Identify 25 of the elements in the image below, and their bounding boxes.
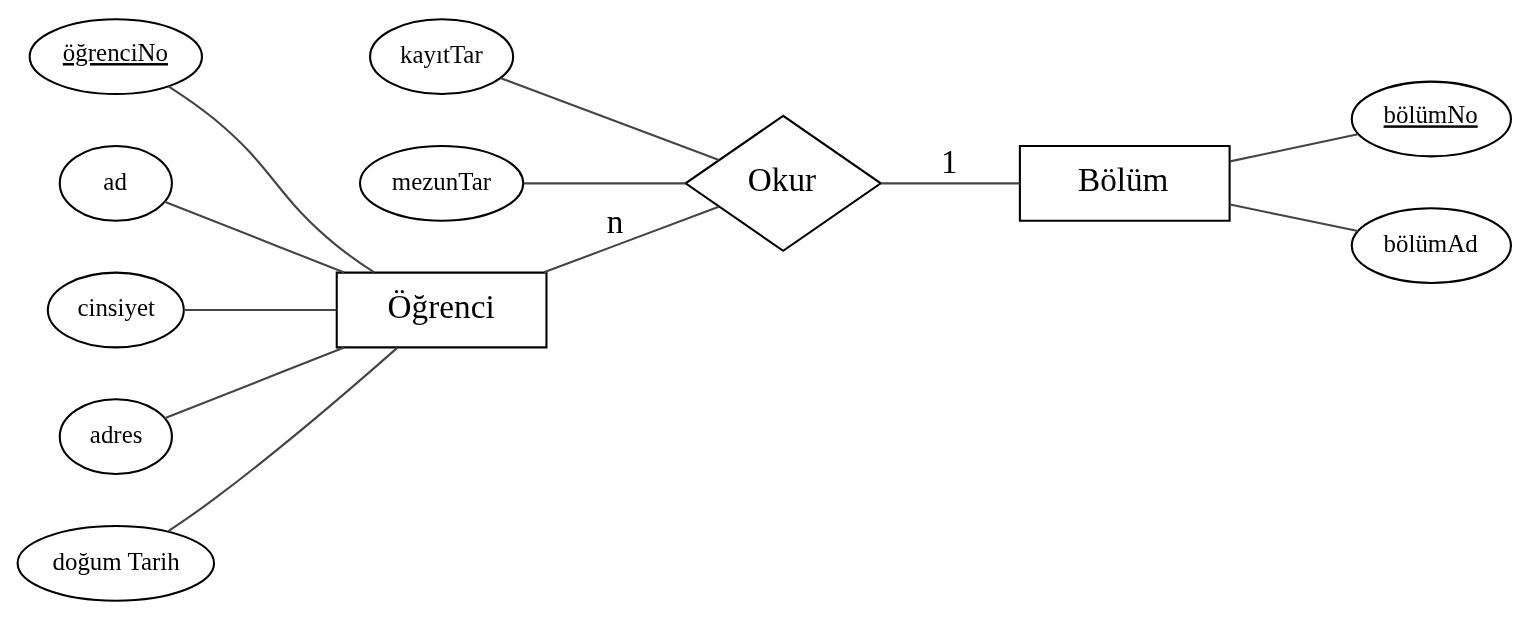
node-diamond: Okur bbox=[683, 114, 883, 252]
connector bbox=[523, 181, 686, 184]
connector bbox=[1229, 203, 1359, 232]
node-ellipse: adres bbox=[58, 397, 173, 475]
connector bbox=[164, 346, 345, 419]
node-box: Öğrenci bbox=[335, 271, 548, 348]
node-ellipse: bölümNo bbox=[1350, 80, 1512, 157]
node-ellipse: kayıtTar bbox=[369, 17, 515, 95]
connector bbox=[168, 346, 399, 532]
node-ellipse: mezunTar bbox=[358, 144, 525, 222]
node-ellipse: doğum Tarih bbox=[16, 524, 216, 602]
edge-label: n bbox=[606, 202, 624, 240]
node-box: Bölüm bbox=[1018, 144, 1231, 222]
node-ellipse: cinsiyet bbox=[46, 271, 185, 348]
connector bbox=[183, 308, 337, 311]
connector bbox=[500, 76, 720, 161]
connector bbox=[167, 84, 375, 273]
connector bbox=[881, 181, 1020, 184]
connector bbox=[164, 200, 345, 273]
connector bbox=[543, 205, 720, 273]
connector bbox=[1229, 132, 1359, 162]
node-ellipse: ad bbox=[58, 144, 173, 222]
node-ellipse: öğrenciNo bbox=[28, 17, 203, 95]
edge-label: 1 bbox=[940, 142, 958, 180]
node-ellipse: bölümAd bbox=[1350, 206, 1512, 284]
